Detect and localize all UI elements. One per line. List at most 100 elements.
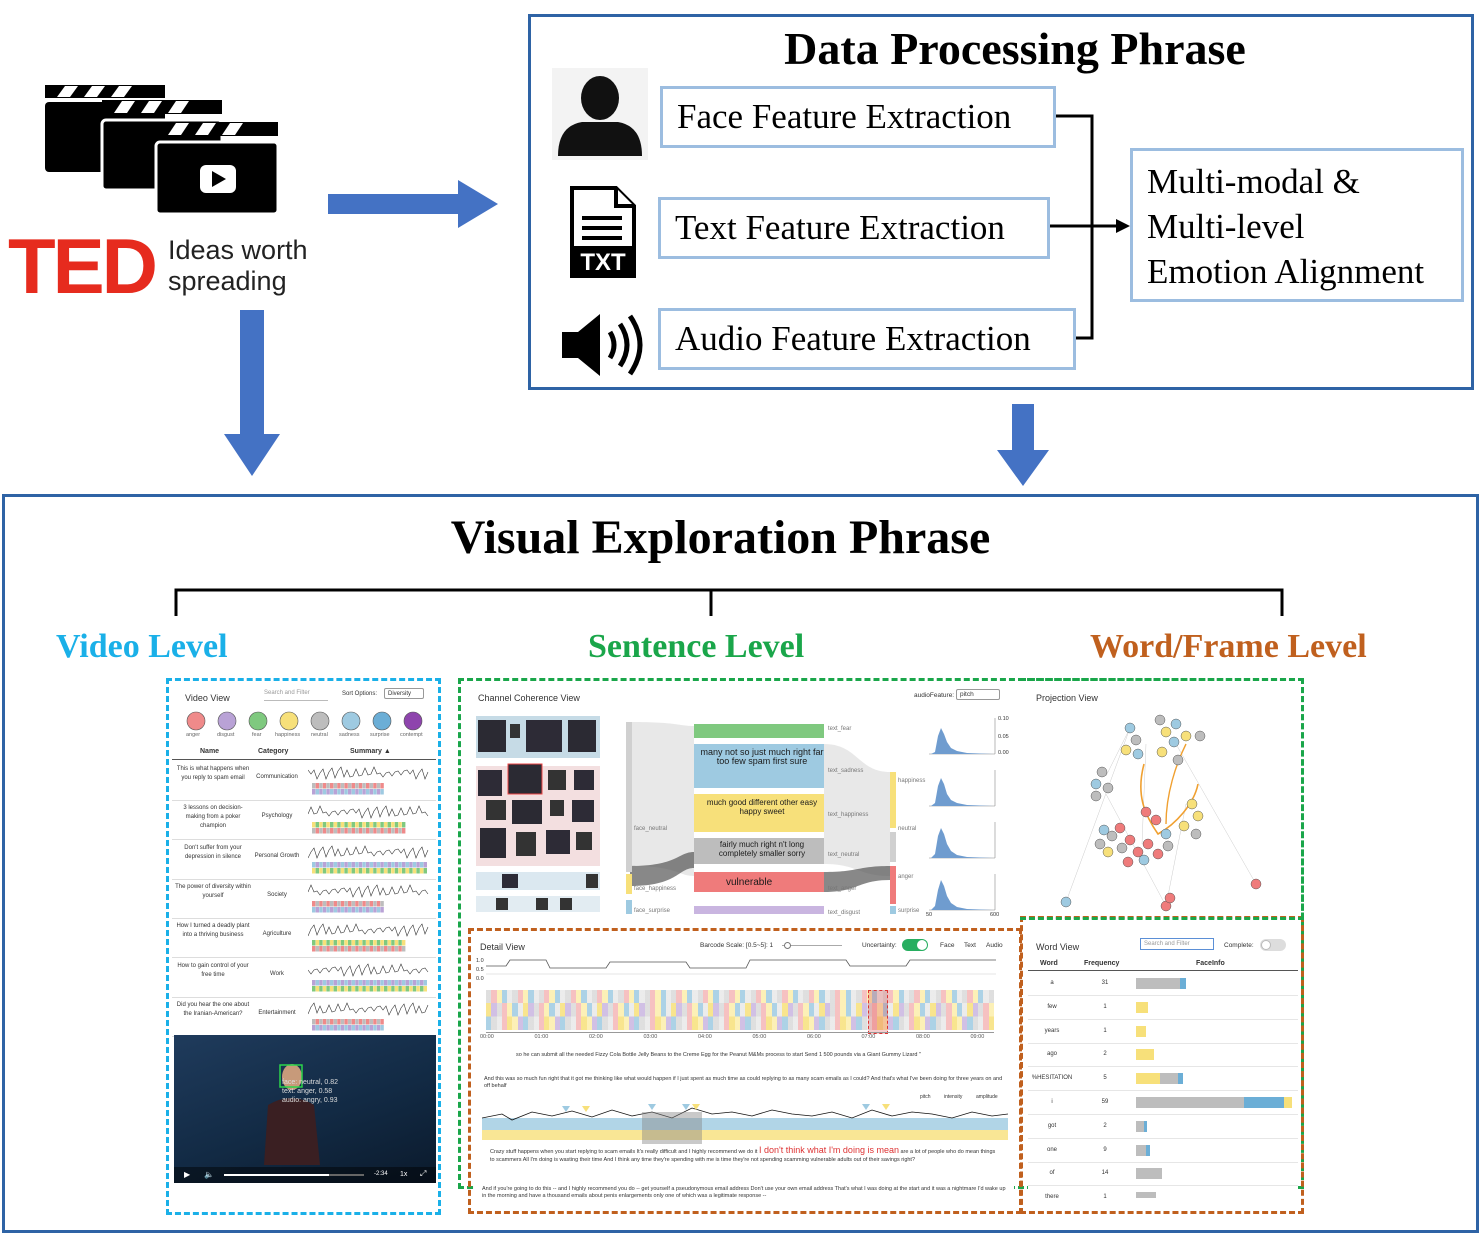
barcode-cell — [591, 990, 598, 1030]
barcode-cell — [946, 990, 952, 1030]
time-tick: 08:00 — [916, 1034, 930, 1040]
barcode-cell — [687, 990, 693, 1030]
volume-icon[interactable]: 🔈 — [204, 1170, 214, 1179]
barcode-cell — [660, 990, 666, 1030]
barcode-cell — [766, 990, 772, 1030]
barcode-cell — [512, 990, 518, 1030]
faceinfo-bar — [1136, 978, 1180, 989]
radio-text[interactable]: Text — [964, 942, 976, 949]
barcode-cell — [496, 990, 502, 1030]
barcode-cell — [951, 990, 957, 1030]
col-name[interactable]: Name — [200, 748, 220, 755]
col-category[interactable]: Category — [258, 748, 289, 755]
fullscreen-icon[interactable]: ⤢ — [420, 1169, 427, 1178]
summary-sparkline — [308, 923, 429, 952]
barcode-cell — [745, 990, 751, 1030]
y-tick-3: 0.0 — [476, 976, 484, 982]
video-player[interactable]: face: neutral, 0.82 text: anger, 0.58 au… — [174, 1035, 436, 1183]
data-processing-title: Data Processing Phrase — [784, 23, 1246, 74]
radio-face[interactable]: Face — [940, 942, 955, 949]
txt-file-icon: TXT — [570, 186, 636, 278]
legend-pitch: pitch — [920, 1094, 931, 1100]
time-remaining: -2:34 — [374, 1171, 388, 1177]
play-icon[interactable]: ▶ — [184, 1170, 191, 1179]
faceinfo-bar — [1136, 1049, 1154, 1061]
arrow-down-right-icon — [997, 404, 1049, 486]
frequency-cell: 2 — [1103, 1051, 1107, 1058]
barcode-cell — [734, 990, 740, 1030]
barcode-cell — [729, 990, 735, 1030]
barcode-scale-slider[interactable] — [782, 942, 842, 949]
table-row[interactable]: This is what happens when you reply to s… — [172, 761, 436, 801]
word-frame-dashed-frame-detail — [468, 928, 1022, 1214]
barcode-cell — [692, 990, 698, 1030]
frequency-cell: 31 — [1101, 980, 1109, 986]
video-view-panel: Video View Search and Filter Sort Option… — [172, 683, 436, 1183]
barcode-cell — [972, 990, 978, 1030]
word-view-title: Word View — [1036, 942, 1080, 952]
barcode-cell — [909, 990, 915, 1030]
channel-coherence-panel: Channel Coherence View audioFeature: pit… — [468, 684, 1018, 920]
video-name: This is what happens when you reply to s… — [176, 766, 250, 781]
seek-bar[interactable] — [224, 1174, 364, 1176]
barcode-cell — [983, 990, 989, 1030]
barcode-cell — [750, 990, 756, 1030]
barcode-cell — [919, 990, 926, 1030]
audio-feature-box: Audio Feature Extraction — [658, 308, 1076, 370]
ted-tagline-line1: Ideas worth — [168, 235, 308, 265]
barcode-cell — [835, 990, 841, 1030]
word-col-faceinfo[interactable]: FaceInfo — [1196, 960, 1225, 967]
complete-toggle[interactable] — [1260, 939, 1286, 951]
table-row[interactable]: 3 lessons on decision-making from a poke… — [172, 800, 436, 841]
barcode-cell — [914, 990, 920, 1030]
word-col-frequency[interactable]: Frequency — [1084, 960, 1120, 967]
emotion-fear: fear — [252, 732, 262, 738]
barcode-cell — [935, 990, 941, 1030]
barcode-cell — [708, 990, 714, 1030]
frequency-cell: 9 — [1103, 1146, 1107, 1153]
barcode-cell — [517, 990, 524, 1030]
audio-feature-select[interactable]: pitch — [956, 689, 1000, 700]
barcode-cell — [798, 990, 804, 1030]
sankey-diagram — [626, 722, 896, 914]
barcode-cell — [713, 990, 719, 1030]
barcode-cell — [988, 990, 994, 1030]
frequency-cell: 1 — [1103, 1194, 1107, 1198]
sort-label: Sort Options: — [342, 691, 378, 697]
word-search-input[interactable]: Search and Filter — [1140, 938, 1214, 950]
sort-select[interactable]: Diversity — [384, 688, 424, 699]
emotion-surprise: surprise — [370, 732, 390, 738]
barcode-cell — [782, 990, 788, 1030]
col-summary[interactable]: Summary ▲ — [350, 748, 391, 755]
projection-view-title: Projection View — [1036, 693, 1098, 703]
barcode-cell — [956, 990, 963, 1030]
barcode-cell — [575, 990, 582, 1030]
word-col-word[interactable]: Word — [1040, 960, 1058, 967]
barcode-cell — [612, 990, 619, 1030]
speed-button[interactable]: 1x — [400, 1171, 408, 1178]
uncertainty-toggle[interactable] — [902, 939, 928, 951]
table-row[interactable]: How I turned a deadly plant into a thriv… — [172, 918, 436, 959]
word-cell: years — [1044, 1027, 1060, 1034]
barcode-cell — [787, 990, 793, 1030]
radio-audio[interactable]: Audio — [986, 942, 1003, 949]
emotion-legend: anger disgust fear happiness neutral sad… — [184, 711, 432, 741]
legend-intensity: intensity — [944, 1094, 963, 1100]
faceinfo-bar — [1160, 1073, 1178, 1085]
barcode-cell — [523, 990, 529, 1030]
barcode-cell — [739, 990, 746, 1030]
table-row[interactable]: Don't suffer from your depression in sil… — [172, 840, 436, 880]
video-search-input[interactable]: Search and Filter — [264, 690, 328, 701]
